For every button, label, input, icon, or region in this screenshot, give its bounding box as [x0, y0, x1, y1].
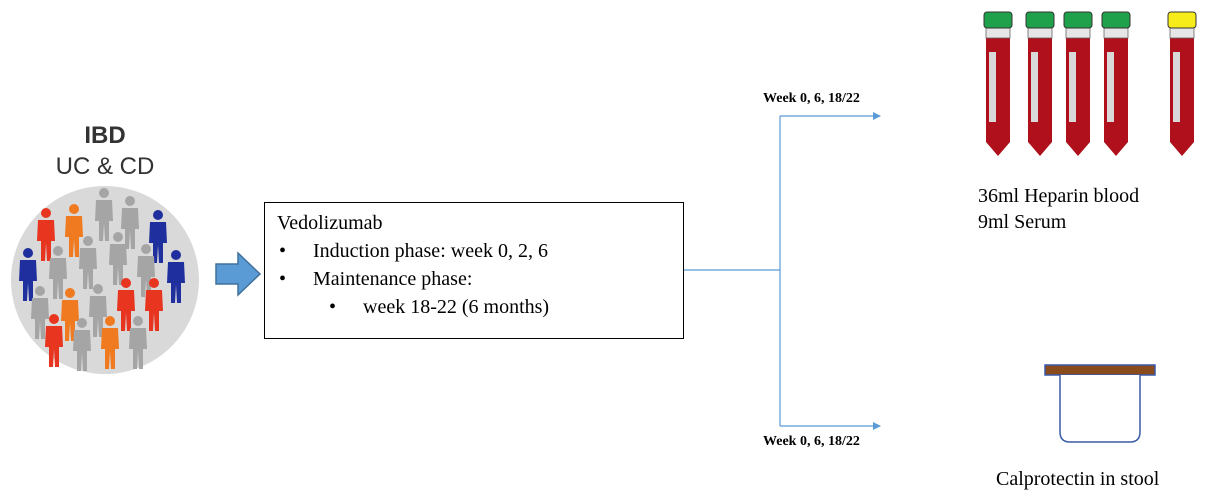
patient-cohort-illustration: [11, 186, 199, 374]
person-icon: [149, 210, 167, 263]
treatment-item-maintenance-text: Maintenance phase:: [313, 268, 473, 290]
stool-sample-label: Calprotectin in stool: [996, 468, 1160, 490]
block-arrow-icon: [215, 251, 262, 297]
person-icon: [37, 208, 55, 261]
person-icon: [145, 278, 163, 331]
people-icons: [19, 188, 185, 371]
person-icon: [137, 244, 155, 297]
blood-heparin-text: 36ml Heparin blood: [978, 185, 1140, 207]
person-icon: [117, 278, 135, 331]
person-icon: [101, 316, 119, 369]
stool-container-body: [1059, 375, 1141, 443]
person-icon: [129, 316, 147, 369]
treatment-subitem: • week 18-22 (6 months): [277, 293, 671, 321]
person-icon: [73, 318, 91, 371]
person-icon: [65, 204, 83, 257]
treatment-item-induction-text: Induction phase: week 0, 2, 6: [313, 240, 548, 262]
blood-tube-icon: [1167, 11, 1197, 156]
sampling-week-label-bottom: Week 0, 6, 18/22: [763, 434, 860, 449]
treatment-drug: Vedolizumab: [277, 212, 383, 234]
blood-tube-icon: [983, 11, 1013, 156]
blood-tube-icon: [1101, 11, 1131, 156]
person-icon: [19, 248, 37, 301]
treatment-item-maintenance: • Maintenance phase:: [277, 265, 671, 293]
treatment-item-induction: • Induction phase: week 0, 2, 6: [277, 237, 671, 265]
person-icon: [95, 188, 113, 241]
person-icon: [49, 246, 67, 299]
blood-serum-text: 9ml Serum: [978, 211, 1067, 233]
blood-tubes-illustration: [983, 11, 1197, 156]
blood-tubes: [983, 11, 1197, 156]
sampling-week-label-top: Week 0, 6, 18/22: [763, 91, 860, 106]
blood-tube-icon: [1063, 11, 1093, 156]
person-icon: [45, 314, 63, 367]
person-icon: [89, 284, 107, 337]
treatment-subitem-text: week 18-22 (6 months): [363, 296, 550, 318]
person-icon: [109, 232, 127, 285]
blood-tube-icon: [1025, 11, 1055, 156]
stool-container-icon: [1044, 364, 1156, 443]
person-icon: [121, 196, 139, 249]
bullet-icon: •: [329, 296, 337, 318]
treatment-box: Vedolizumab • Induction phase: week 0, 2,…: [264, 202, 684, 339]
person-icon: [167, 250, 185, 303]
bullet-icon: •: [279, 240, 287, 262]
person-icon: [31, 286, 49, 339]
cohort-title: IBD: [84, 122, 126, 149]
person-icon: [79, 236, 97, 289]
stool-container-lid: [1044, 364, 1156, 376]
bullet-icon: •: [279, 268, 287, 290]
cohort-subtitle: UC & CD: [55, 153, 155, 180]
blood-sample-description: 36ml Heparin blood 9ml Serum: [978, 183, 1139, 235]
